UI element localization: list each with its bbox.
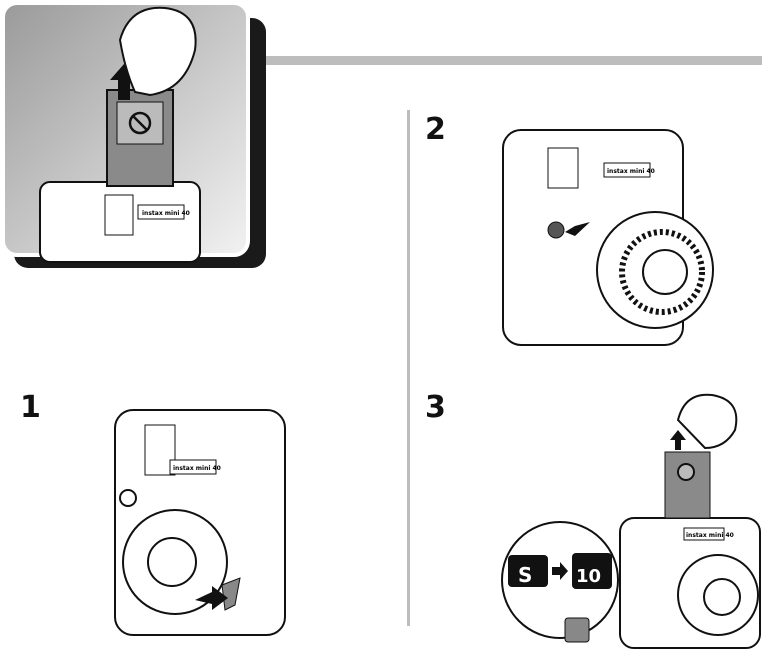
step3-logo: instax mini 40 [686,532,734,539]
film-counter: S 10 [508,553,612,589]
arrow-right-icon [552,562,568,580]
counter-before: S [518,563,532,587]
inset-logo: instax mini 40 [142,210,190,217]
header-rule [262,56,762,65]
step-number-1: 1 [20,390,41,425]
camera-step1: instax mini 40 [114,409,286,636]
step1-logo: instax mini 40 [173,465,221,472]
camera-step3: instax mini 40 [501,393,761,649]
step2-logo: instax mini 40 [607,168,655,175]
step-number-2: 2 [425,112,446,147]
column-divider [407,110,410,626]
step-number-3: 3 [425,390,446,425]
inset-eject-film: instax mini 40 [1,1,266,268]
camera-step2: instax mini 40 [502,129,714,346]
counter-after: 10 [576,566,601,587]
